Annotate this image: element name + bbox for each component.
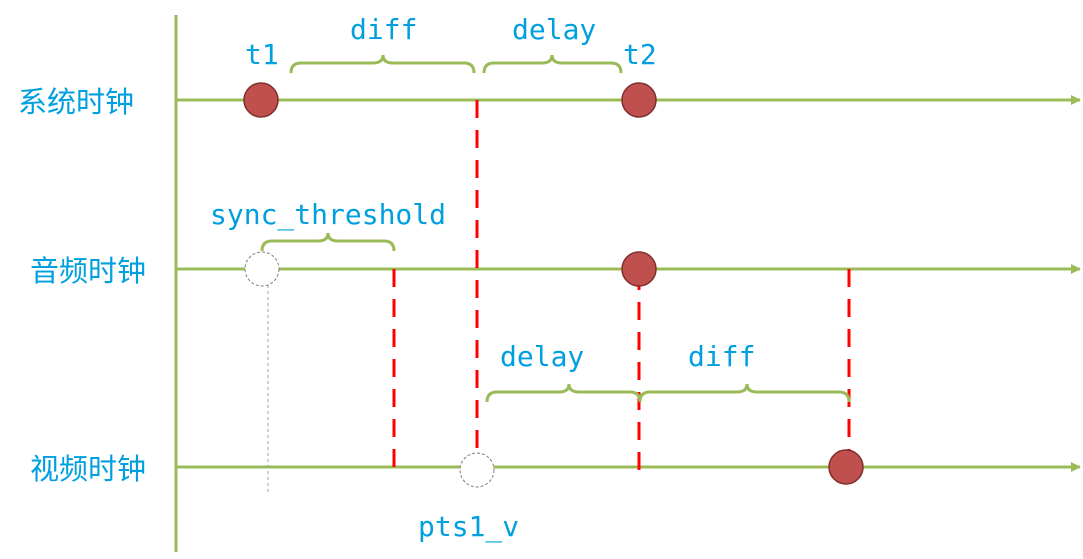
audio-clock-label: 音频时钟 (30, 254, 146, 288)
t2-label: t2 (623, 38, 657, 71)
diff-label-top: diff (350, 13, 417, 46)
pts1-v-label: pts1_v (418, 510, 519, 544)
system-t1-marker (243, 82, 279, 118)
system-clock-label: 系统时钟 (18, 85, 134, 119)
brace-diff-top (289, 54, 476, 74)
sync-threshold-label: sync_threshold (210, 198, 446, 232)
diff-label-bottom: diff (688, 340, 755, 373)
audio-t2-marker (621, 251, 657, 287)
video-clock-label: 视频时钟 (30, 452, 146, 486)
t1-label: t1 (245, 38, 279, 71)
brace-delay-bottom (485, 383, 642, 403)
brace-sync-threshold (260, 232, 396, 252)
delay-label-top: delay (512, 13, 596, 46)
audio-hollow-marker (244, 251, 280, 287)
brace-diff-bottom (638, 383, 851, 403)
video-end-marker (828, 449, 864, 485)
delay-label-bottom: delay (500, 340, 584, 373)
system-t2-marker (621, 82, 657, 118)
video-pts-hollow-marker (459, 452, 495, 488)
brace-delay-top (482, 54, 623, 74)
